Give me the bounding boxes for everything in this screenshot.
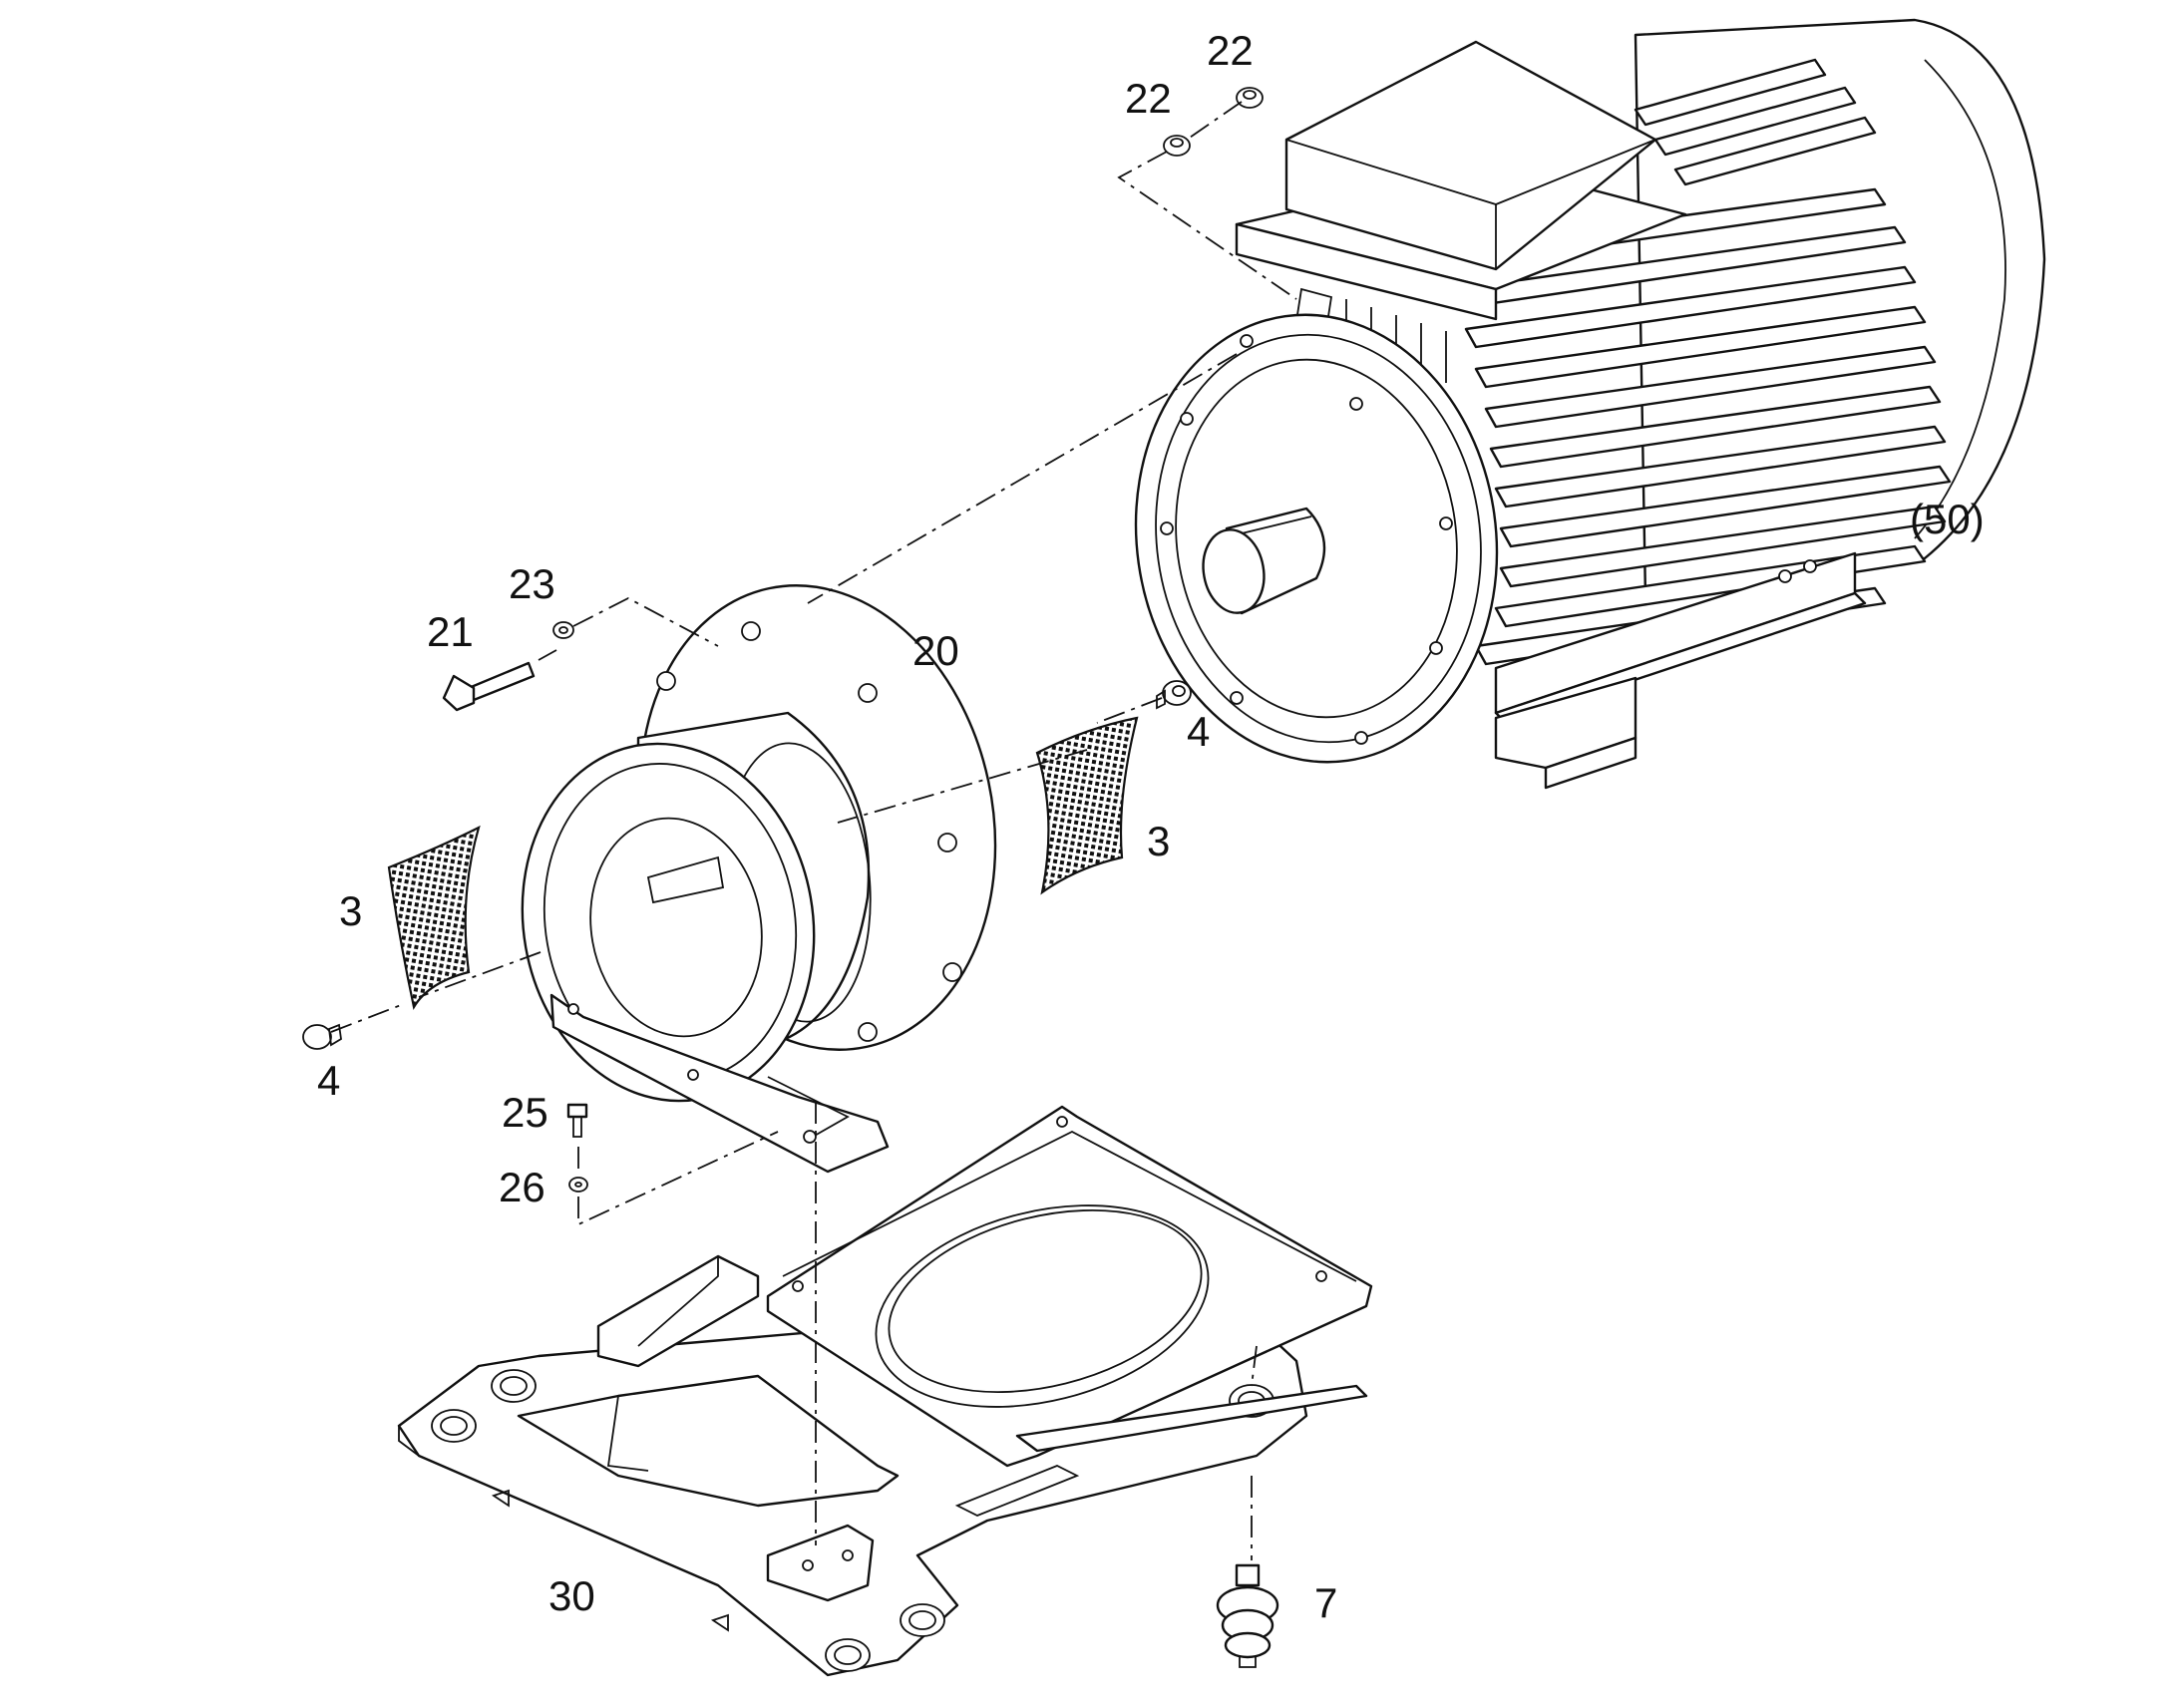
assembly-leader-lines: [330, 101, 1297, 1560]
flange-bolt-holes: [1160, 334, 1453, 745]
callout-26: 26: [499, 1164, 545, 1210]
bolt-25: [566, 1103, 588, 1138]
plug-4-right: [1156, 680, 1192, 710]
callout-20: 20: [912, 627, 959, 674]
callout-7: 7: [1314, 1579, 1337, 1626]
callout-3-right: 3: [1147, 818, 1170, 864]
callout-4-right: 4: [1187, 708, 1210, 755]
washer-26: [568, 1177, 588, 1193]
callout-22-left: 22: [1125, 75, 1172, 122]
hardware: [302, 87, 1279, 1668]
motor-terminal-box: [1235, 40, 1687, 383]
callout-50: (50): [1910, 496, 1985, 542]
plug-4-left: [302, 1023, 342, 1050]
nut-22-lower: [1163, 135, 1191, 157]
callout-21: 21: [427, 608, 474, 655]
bolt-21: [442, 661, 536, 712]
callout-3-left: 3: [339, 887, 362, 934]
callout-labels: 22 22 (50) 23 21 20 4 3 3 4 25 26 30 7: [317, 27, 1985, 1626]
mesh-guard-left: [387, 825, 481, 1010]
motor: [1134, 18, 2046, 790]
vibration-damper-7: [1216, 1563, 1279, 1668]
motor-feet: [1494, 551, 1867, 790]
mesh-guard-right: [1035, 716, 1139, 895]
motor-top-fins: [1634, 58, 1877, 186]
callout-4-left: 4: [317, 1057, 340, 1104]
callout-30: 30: [548, 1572, 595, 1619]
adapter-flange: [521, 584, 997, 1174]
base-plate: [397, 1105, 1373, 1677]
callout-22-top: 22: [1207, 27, 1254, 74]
washer-23: [552, 621, 574, 639]
callout-23: 23: [509, 560, 555, 607]
adapter-bolt-holes: [656, 621, 962, 1042]
callout-25: 25: [502, 1089, 548, 1136]
nut-22-upper: [1236, 87, 1264, 109]
motor-shaft: [1202, 507, 1326, 615]
